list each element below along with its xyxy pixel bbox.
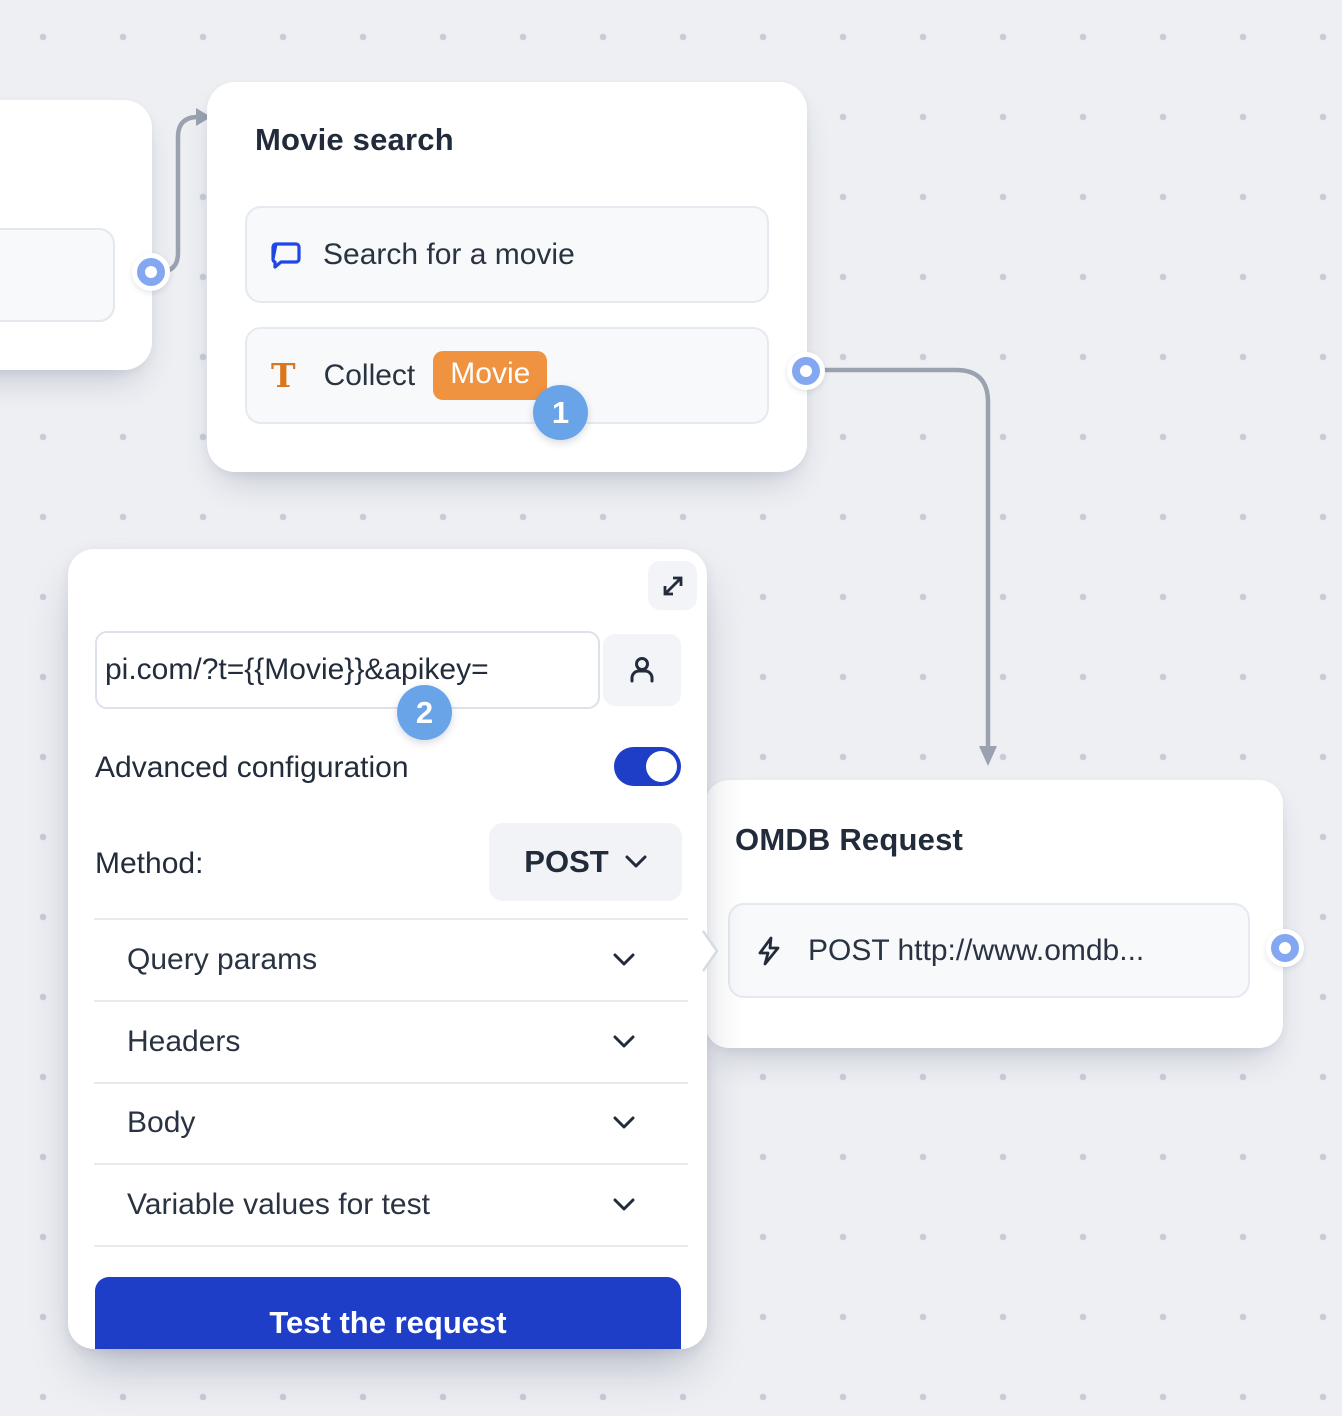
output-port-omdb-request[interactable] <box>1266 929 1304 967</box>
section-label: Body <box>127 1106 196 1139</box>
section-query-params[interactable]: Query params <box>68 920 707 1000</box>
collect-block-label: Collect <box>323 358 416 392</box>
webhook-url-input[interactable] <box>95 631 600 709</box>
method-select[interactable]: POST <box>489 823 682 901</box>
expand-arrows-icon <box>663 576 682 595</box>
arrowhead-into-movie-node <box>196 108 211 126</box>
section-label: Query params <box>127 943 318 976</box>
chevron-down-icon <box>613 1116 635 1129</box>
advanced-configuration-label: Advanced configuration <box>95 751 409 784</box>
chat-bubble-icon <box>271 241 301 269</box>
chevron-down-icon <box>613 1035 635 1048</box>
webhook-settings-panel[interactable]: Advanced configuration Method: POST Quer… <box>68 549 707 1349</box>
chevron-down-icon <box>625 855 647 868</box>
omdb-request-node-title: OMDB Request <box>735 822 964 857</box>
question-block-label: Search for a movie <box>323 237 575 271</box>
movie-search-node[interactable]: Movie search Search for a movie T Collec… <box>207 82 807 472</box>
port-ring-icon <box>137 258 165 286</box>
question-block-row[interactable]: Search for a movie <box>245 206 769 303</box>
previous-node-row[interactable] <box>0 228 115 322</box>
input-port-chevron-icon <box>701 930 719 972</box>
section-body[interactable]: Body <box>68 1083 707 1163</box>
collect-block-row[interactable]: T Collect Movie <box>245 327 769 424</box>
section-variable-values[interactable]: Variable values for test <box>68 1165 707 1245</box>
insert-variable-button[interactable] <box>603 634 681 706</box>
lightning-bolt-icon <box>758 936 780 965</box>
chevron-down-icon <box>613 1198 635 1211</box>
toggle-knob <box>646 751 677 782</box>
previous-node-partial[interactable] <box>0 100 152 370</box>
output-port-movie-search[interactable] <box>787 352 825 390</box>
port-ring-icon <box>792 357 820 385</box>
webhook-block-row[interactable]: POST http://www.omdb... <box>728 903 1250 998</box>
text-variable-icon: T <box>271 356 296 395</box>
divider <box>94 1082 688 1084</box>
connector-left-to-movie <box>148 114 207 275</box>
test-request-button[interactable]: Test the request <box>95 1277 681 1349</box>
output-port-previous-node[interactable] <box>132 253 170 291</box>
method-label: Method: <box>95 847 204 880</box>
chevron-down-icon <box>613 953 635 966</box>
movie-search-node-title: Movie search <box>255 122 454 157</box>
advanced-configuration-toggle[interactable] <box>614 747 681 786</box>
arrowhead-into-omdb-node <box>979 746 997 766</box>
divider <box>94 1245 688 1247</box>
section-headers[interactable]: Headers <box>68 1002 707 1082</box>
port-ring-icon <box>1271 934 1299 962</box>
method-selected-value: POST <box>524 844 609 879</box>
variable-badge-movie[interactable]: Movie <box>433 351 548 400</box>
connector-movie-to-omdb <box>807 367 991 751</box>
section-label: Headers <box>127 1025 241 1058</box>
webhook-block-label: POST http://www.omdb... <box>808 933 1145 967</box>
expand-panel-button[interactable] <box>648 561 697 610</box>
omdb-request-node[interactable]: OMDB Request POST http://www.omdb... <box>705 780 1283 1048</box>
step-badge-2: 2 <box>397 685 452 740</box>
divider <box>94 918 688 920</box>
section-label: Variable values for test <box>127 1188 430 1221</box>
divider <box>94 1000 688 1002</box>
step-badge-1: 1 <box>533 385 588 440</box>
person-icon <box>630 657 654 683</box>
divider <box>94 1163 688 1165</box>
